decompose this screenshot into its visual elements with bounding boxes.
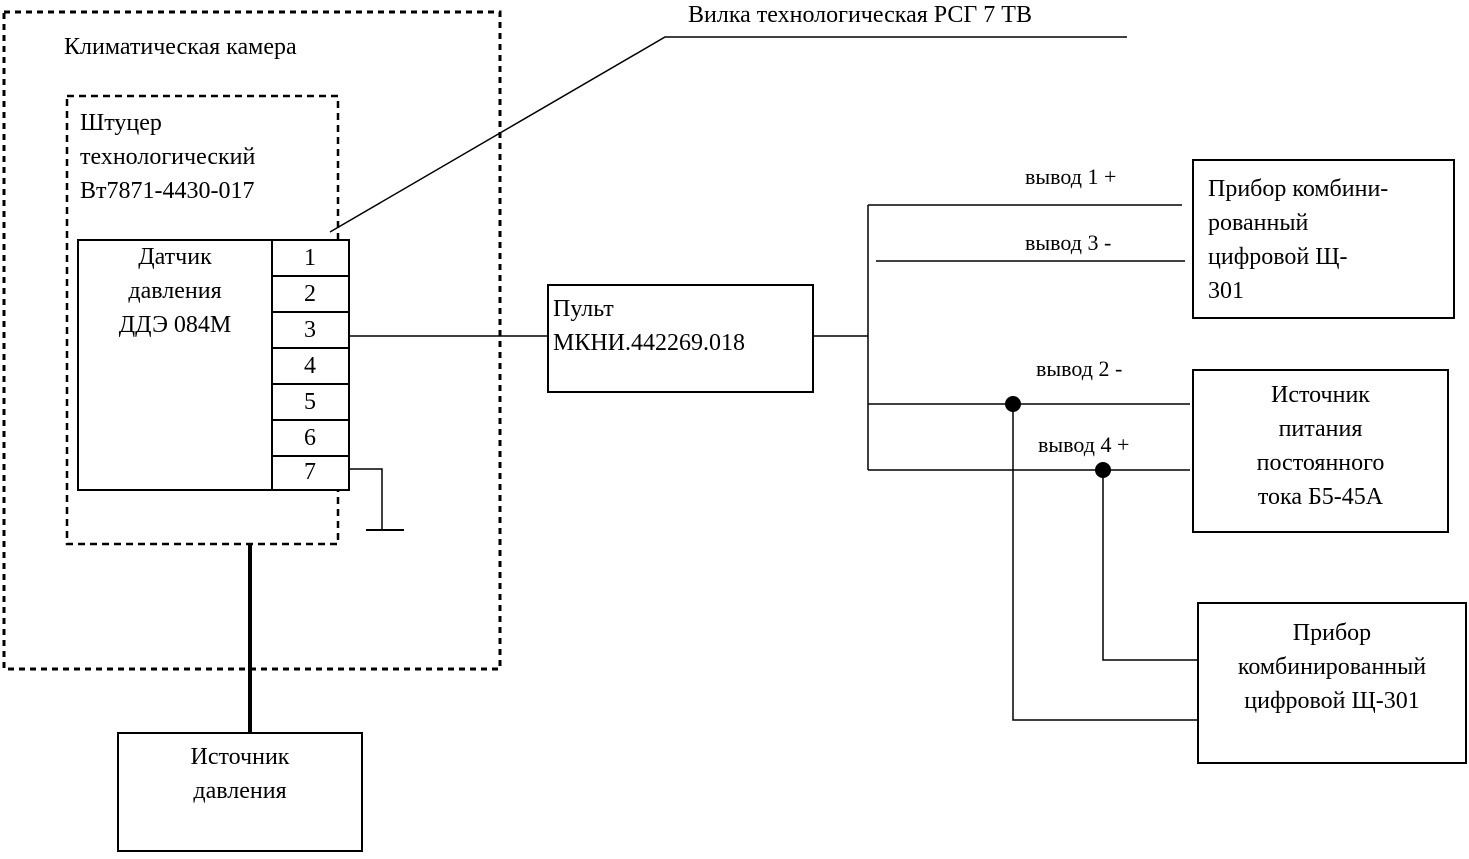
pin-4: 4 <box>304 353 316 379</box>
pressure-source-box <box>117 732 363 852</box>
sensor-label-line3: ДДЭ 084М <box>118 312 232 338</box>
power-supply-line2: питания <box>1278 416 1363 442</box>
meter-top-line2: рованный <box>1208 210 1309 236</box>
console-label-line2: МКНИ.442269.018 <box>553 330 746 356</box>
plug-leader-line <box>329 36 1127 233</box>
console-label-line1: Пульт <box>553 296 614 322</box>
fitting-label-line3: Вт7871-4430-017 <box>80 178 255 204</box>
pin-5: 5 <box>304 389 316 415</box>
out2-label: вывод 2 - <box>1036 356 1123 381</box>
meter-bottom-box <box>1197 602 1467 764</box>
power-supply-line4: тока Б5-45А <box>1257 484 1384 510</box>
pin-separators <box>272 275 349 457</box>
sensor-label-line1: Датчик <box>138 244 212 270</box>
meter-top-box <box>1192 159 1455 319</box>
meter-bottom-line3: цифровой Щ-301 <box>1244 688 1420 714</box>
ground-wire <box>349 468 383 530</box>
pressure-source-line2: давления <box>193 778 287 804</box>
meter-bottom-line1: Прибор <box>1292 620 1372 646</box>
junction-dot-out4 <box>1095 462 1111 478</box>
pressure-source-line1: Источник <box>190 744 290 770</box>
power-supply-line3: постоянного <box>1256 450 1385 476</box>
power-supply-line1: Источник <box>1271 382 1370 408</box>
out1-label: вывод 1 + <box>1025 164 1117 189</box>
meter-bottom-line2: комбинированный <box>1237 654 1427 680</box>
console-box <box>547 284 814 393</box>
sensor-box <box>77 239 350 491</box>
pin-6: 6 <box>304 425 316 451</box>
out4-label: вывод 4 + <box>1038 432 1130 457</box>
power-supply-box <box>1192 369 1449 533</box>
climate-chamber-label: Климатическая камера <box>64 34 297 60</box>
out3-label: вывод 3 - <box>1025 230 1112 255</box>
meter-top-line3: цифровой Щ- <box>1208 244 1348 270</box>
junction-dot-out2 <box>1005 396 1021 412</box>
fitting-label-line2: технологический <box>80 144 256 170</box>
meter-top-line1: Прибор комбини- <box>1208 176 1389 202</box>
pin-7: 7 <box>304 459 316 485</box>
junction-wire-b <box>1102 470 1198 661</box>
fitting-label-line1: Штуцер <box>80 110 162 136</box>
sensor-label-line2: давления <box>128 278 222 304</box>
pin-1: 1 <box>304 245 316 271</box>
pin-3: 3 <box>304 317 316 343</box>
junction-wire-a <box>1012 404 1198 721</box>
meter-top-line4: 301 <box>1208 278 1244 304</box>
plug-label: Вилка технологическая РСГ 7 ТВ <box>688 2 1032 28</box>
pin-2: 2 <box>304 281 316 307</box>
